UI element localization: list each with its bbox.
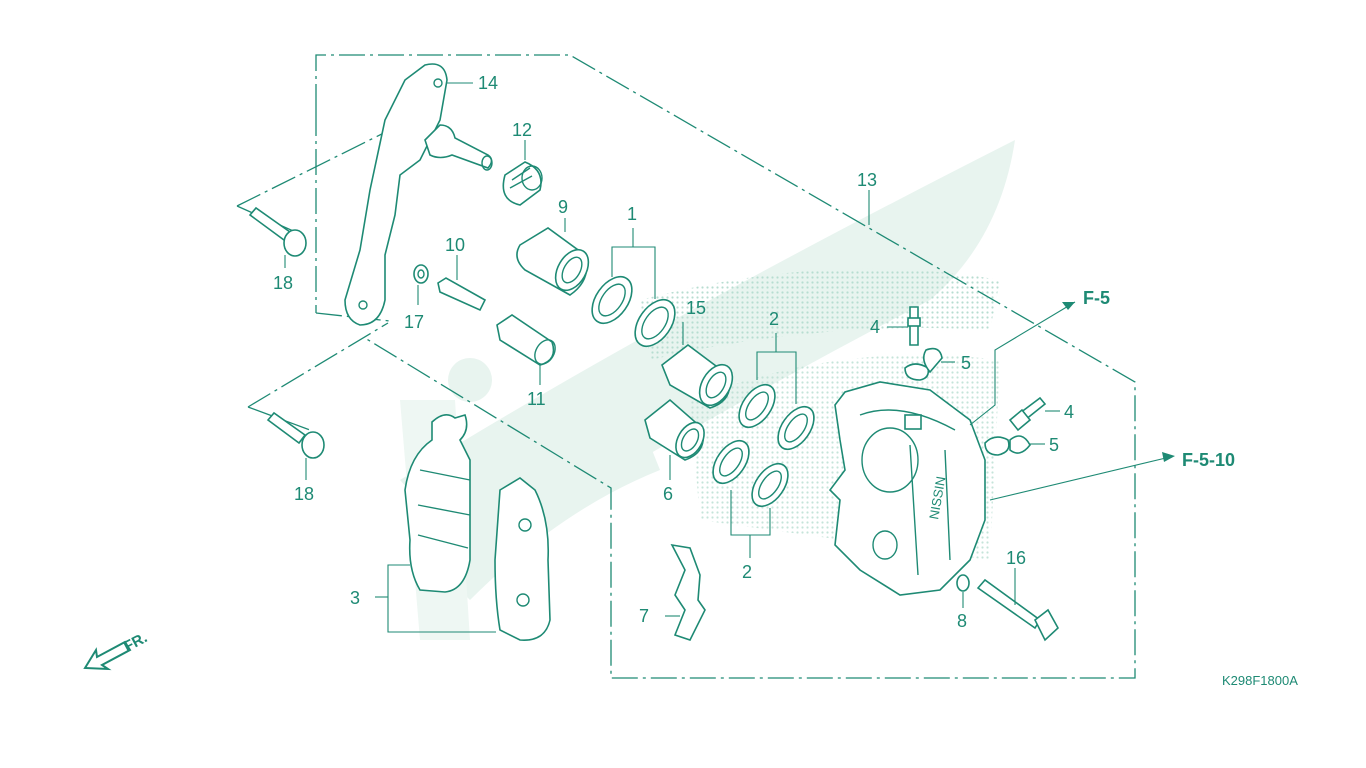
label-2a: 2 <box>769 309 779 329</box>
reference-f5[interactable]: F-5 <box>1083 288 1110 308</box>
label-12: 12 <box>512 120 532 140</box>
caliper-body: NISSIN <box>828 381 986 596</box>
bleeder-valves <box>904 306 1047 456</box>
pistons <box>644 343 734 461</box>
label-7: 7 <box>639 606 649 626</box>
svg-text:NISSIN: NISSIN <box>926 475 948 520</box>
diagram-code: K298F1800A <box>1222 673 1298 688</box>
pin-parts <box>413 264 556 366</box>
brake-pads-3 <box>404 414 551 641</box>
front-arrow: FR. <box>83 629 150 671</box>
label-6: 6 <box>663 484 673 504</box>
piston-seal-set-1 <box>591 276 676 347</box>
label-10: 10 <box>445 235 465 255</box>
slide-pin-16 <box>956 574 1060 642</box>
label-2b: 2 <box>742 562 752 582</box>
reference-f5-10[interactable]: F-5-10 <box>1182 450 1235 470</box>
piston-seal-set-2 <box>712 383 815 508</box>
bolts-18 <box>248 206 325 459</box>
label-17: 17 <box>404 312 424 332</box>
label-1: 1 <box>627 204 637 224</box>
caliper-bracket <box>344 63 493 326</box>
label-14: 14 <box>478 73 498 93</box>
pad-spring-7 <box>670 543 706 641</box>
label-8: 8 <box>957 611 967 631</box>
label-3: 3 <box>350 588 360 608</box>
label-18b: 18 <box>294 484 314 504</box>
leader-lines <box>284 82 1175 633</box>
part-labels: 1 2 2 3 4 4 5 5 6 7 8 9 10 11 12 13 14 1… <box>273 73 1074 631</box>
label-9: 9 <box>558 197 568 217</box>
label-11: 11 <box>527 389 546 409</box>
boot-12 <box>502 161 543 206</box>
label-15: 15 <box>686 298 706 318</box>
label-4a: 4 <box>870 317 880 337</box>
label-18a: 18 <box>273 273 293 293</box>
label-5a: 5 <box>961 353 971 373</box>
bushing-9 <box>516 227 590 296</box>
label-4b: 4 <box>1064 402 1074 422</box>
label-13: 13 <box>857 170 877 190</box>
label-5b: 5 <box>1049 435 1059 455</box>
label-16: 16 <box>1006 548 1026 568</box>
